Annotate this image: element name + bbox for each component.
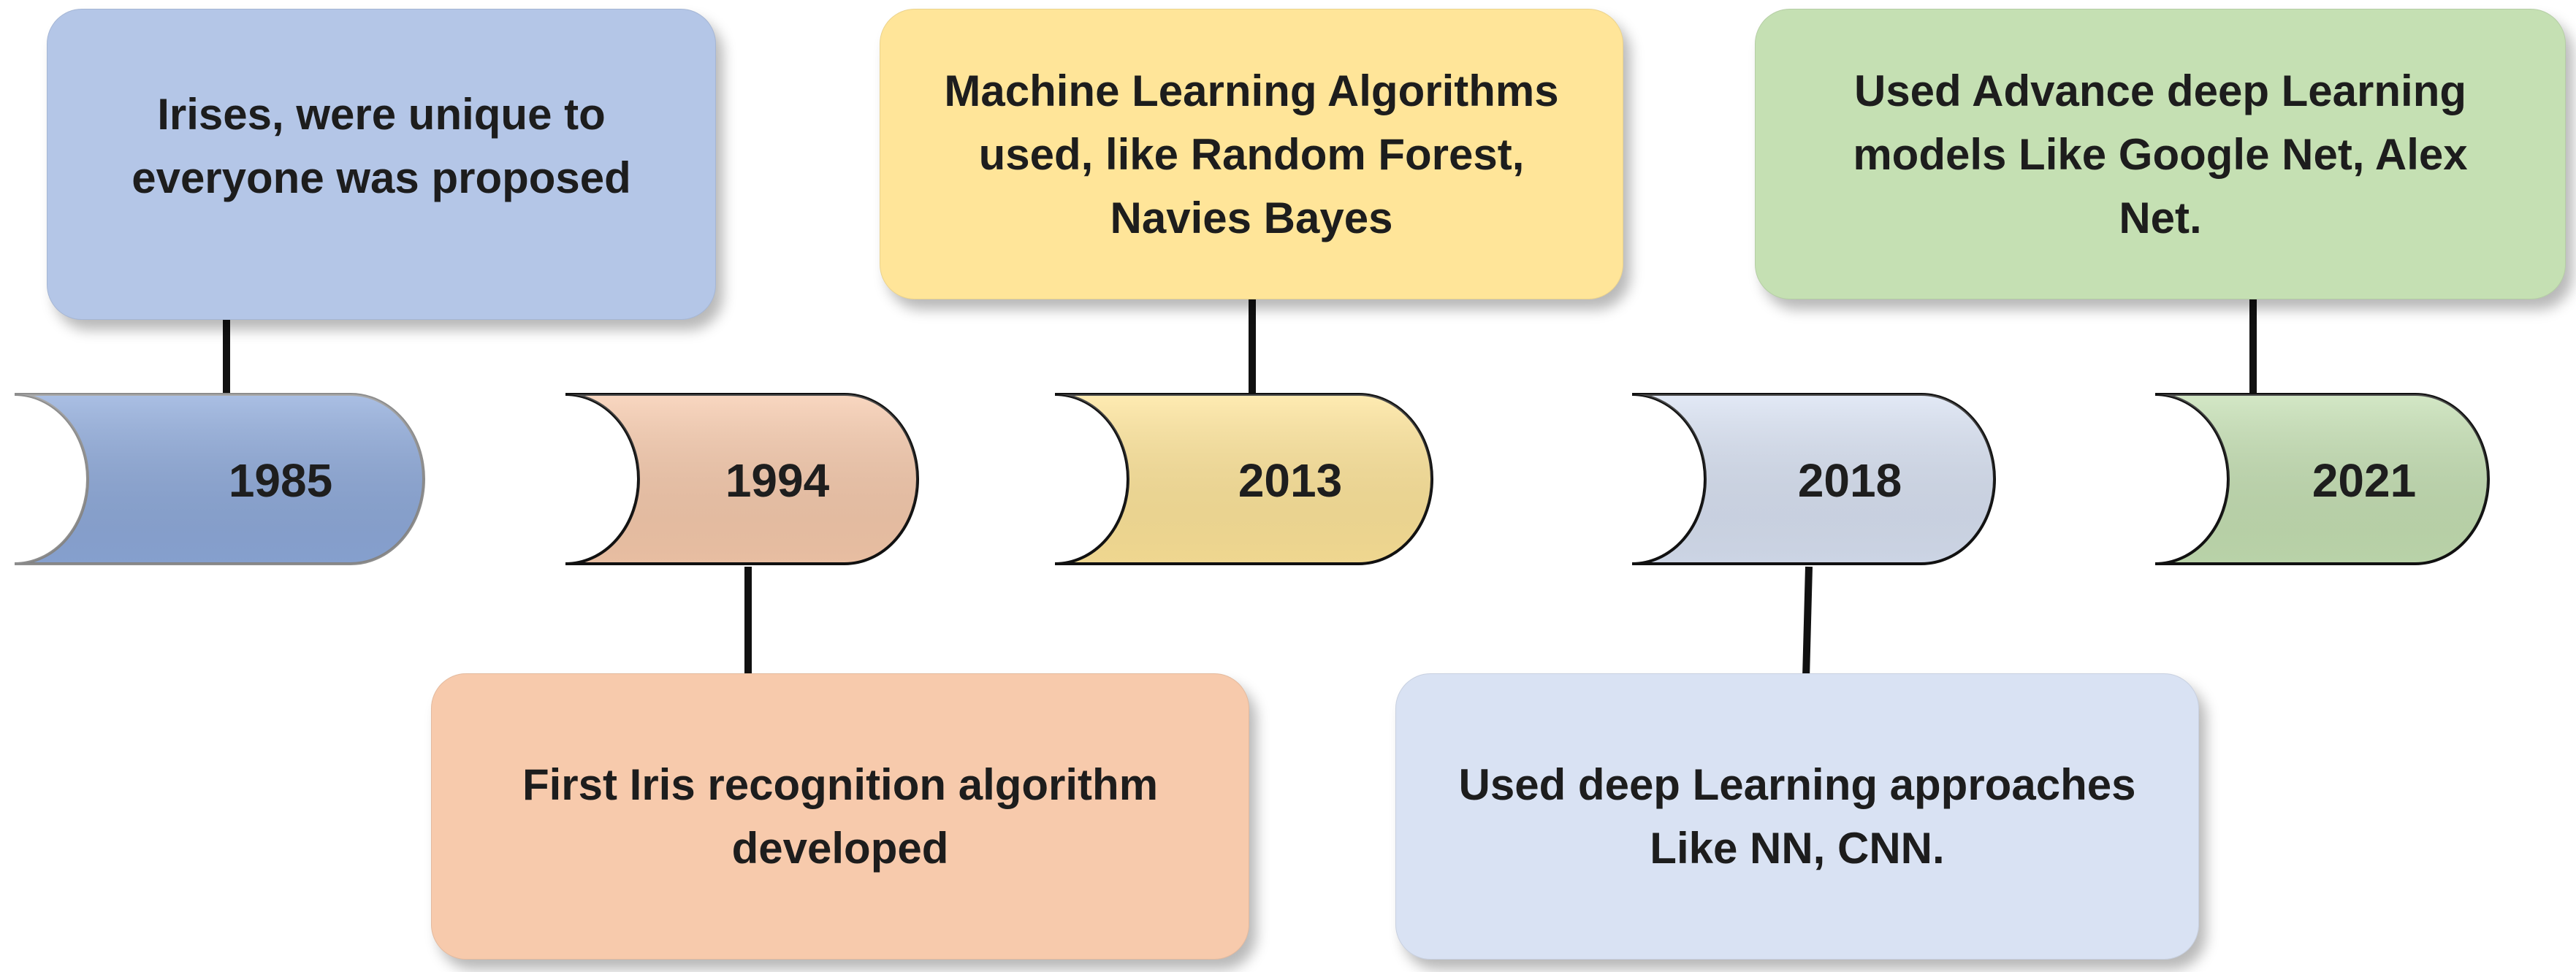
year-tab-shading: [1632, 394, 1994, 564]
milestone-box-2018: Used deep Learning approaches Like NN, C…: [1395, 673, 2199, 960]
year-tab-2021: 2021: [2154, 393, 2490, 565]
milestone-text: Irises, were unique to everyone was prop…: [132, 90, 631, 202]
year-tab-shading: [565, 394, 918, 564]
year-tab-1985: 1985: [14, 393, 425, 565]
milestone-text: Machine Learning Algorithms used, like R…: [944, 66, 1559, 242]
milestone-box-1985: Irises, were unique to everyone was prop…: [47, 9, 716, 320]
milestone-box-1994: First Iris recognition algorithm develop…: [431, 673, 1249, 960]
year-tab-shading: [1055, 394, 1432, 564]
year-tab-shading: [2155, 394, 2488, 564]
year-label: 2021: [2312, 454, 2416, 507]
year-label: 1985: [229, 454, 332, 507]
year-label: 1994: [725, 454, 830, 507]
year-label: 2013: [1238, 454, 1342, 507]
year-tab-shading: [15, 394, 424, 564]
milestone-text: Used deep Learning approaches Like NN, C…: [1458, 760, 2136, 873]
milestone-text: Used Advance deep Learning models Like G…: [1853, 66, 2468, 242]
milestone-box-2021: Used Advance deep Learning models Like G…: [1755, 9, 2566, 299]
year-label: 2018: [1798, 454, 1902, 507]
connector-2018: [1802, 566, 1813, 678]
year-tab-2018: 2018: [1631, 393, 1996, 565]
milestone-text: First Iris recognition algorithm develop…: [522, 760, 1159, 873]
year-tab-1994: 1994: [565, 393, 919, 565]
year-tab-2013: 2013: [1054, 393, 1433, 565]
milestone-box-2013: Machine Learning Algorithms used, like R…: [880, 9, 1623, 299]
